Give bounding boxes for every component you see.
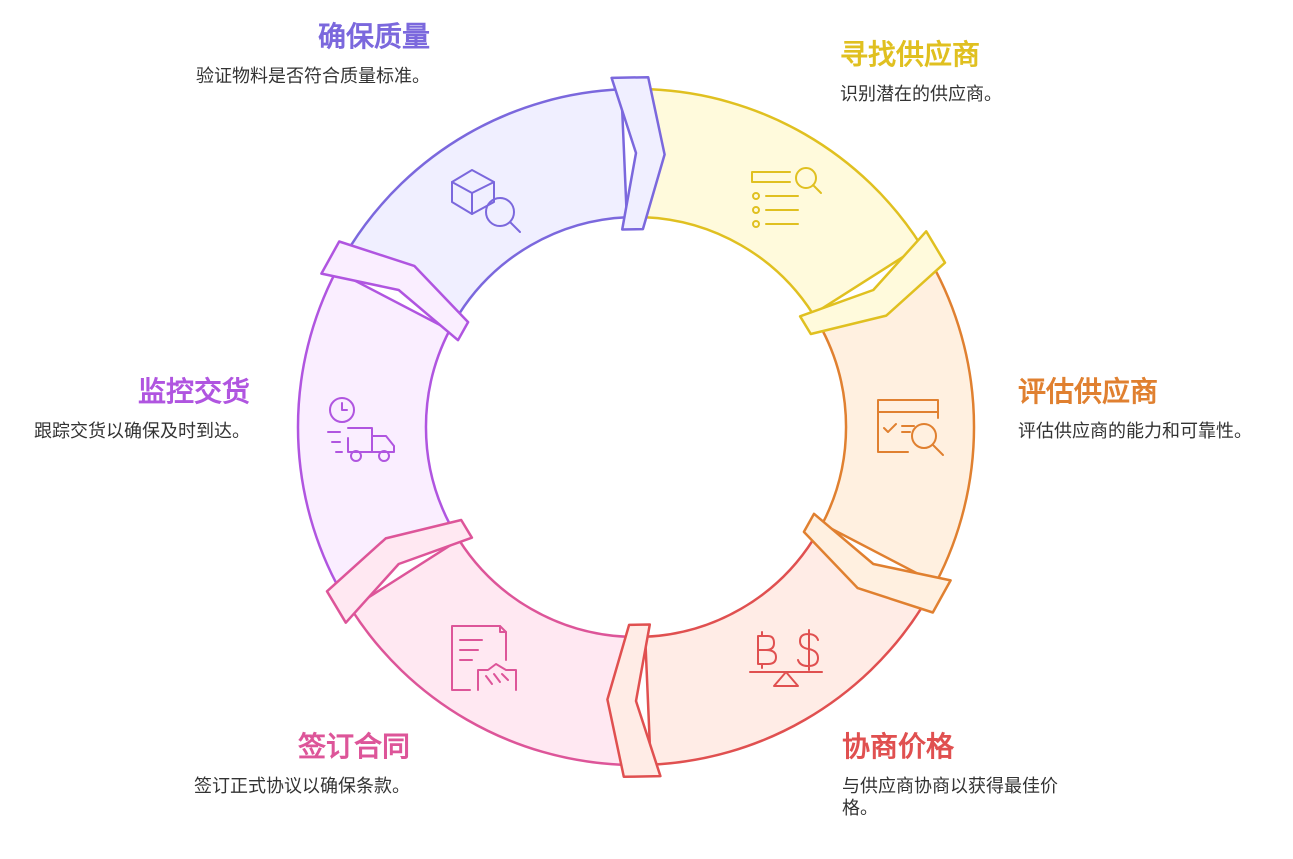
cycle-segment: [820, 269, 976, 585]
cycle-arrow: [320, 240, 470, 342]
step-title: 协商价格: [842, 730, 955, 763]
evaluate-window-icon: [877, 399, 944, 456]
cycle-arrow: [606, 623, 662, 779]
cycle-arrow: [610, 75, 666, 231]
search-list-icon: [751, 167, 822, 228]
step-title: 监控交货: [137, 375, 250, 408]
cycle-arrow: [802, 512, 952, 614]
step-description: 验证物料是否符合质量标准。: [196, 66, 430, 87]
contract-handshake-icon: [451, 625, 517, 691]
step-evaluate-supplier: 评估供应商 评估供应商的能力和可靠性。: [1018, 375, 1268, 443]
step-title: 确保质量: [317, 20, 430, 53]
cycle-segment: [643, 87, 923, 316]
step-description: 与供应商协商以获得最佳价格。: [842, 776, 1058, 819]
step-description: 签订正式协议以确保条款。: [194, 776, 410, 797]
delivery-truck-icon: [327, 397, 395, 462]
cycle-segment: [296, 269, 452, 585]
cycle-arrow: [798, 230, 947, 336]
step-title: 评估供应商: [1018, 375, 1159, 408]
step-negotiate-price: 协商价格 与供应商协商以获得最佳价格。: [842, 730, 1082, 820]
cycle-segment: [643, 538, 923, 767]
step-monitor-delivery: 监控交货 跟踪交货以确保及时到达。: [10, 375, 250, 443]
step-title: 签订合同: [297, 730, 410, 763]
price-balance-icon: [749, 629, 823, 687]
quality-inspection-icon: [451, 169, 521, 233]
step-ensure-quality: 确保质量 验证物料是否符合质量标准。: [160, 20, 430, 88]
cycle-arrow: [325, 518, 474, 624]
cycle-segment: [349, 538, 629, 767]
cycle-segment: [349, 87, 629, 316]
step-description: 识别潜在的供应商。: [840, 84, 1002, 105]
step-description: 跟踪交货以确保及时到达。: [34, 421, 250, 442]
step-description: 评估供应商的能力和可靠性。: [1018, 421, 1252, 442]
step-sign-contract: 签订合同 签订正式协议以确保条款。: [160, 730, 410, 798]
step-find-supplier: 寻找供应商 识别潜在的供应商。: [840, 38, 1140, 106]
step-title: 寻找供应商: [840, 38, 981, 71]
